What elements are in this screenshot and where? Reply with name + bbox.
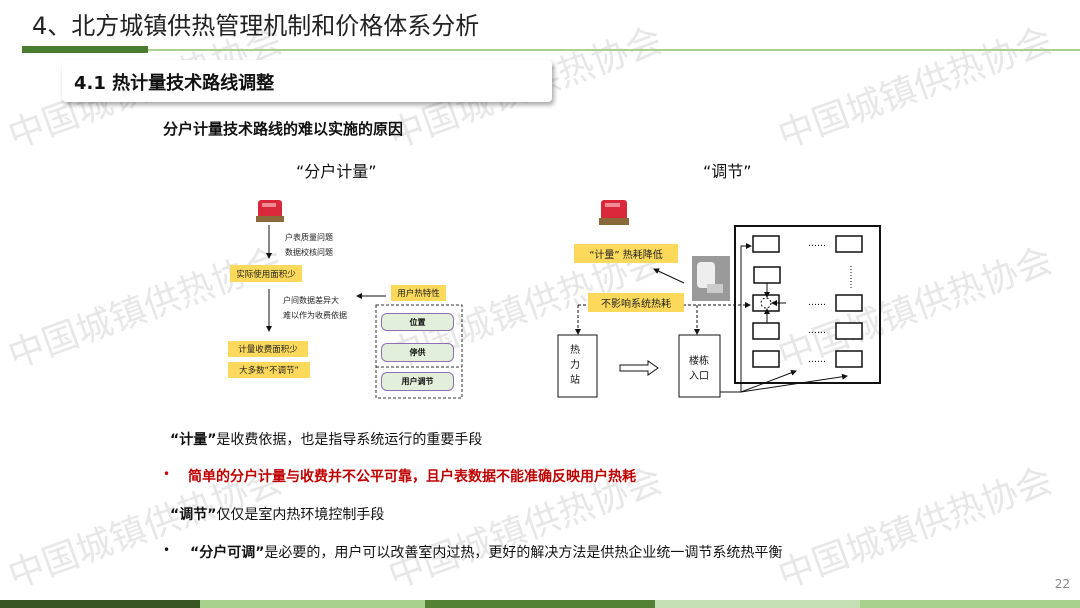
heat-station-label: 热力站 [570,345,580,386]
pill-stop-supply: 停供 [381,343,454,362]
subtitle: 分户计量技术路线的难以实施的原因 [163,120,404,138]
section-heading: 4.1 热计量技术路线调整 [62,60,552,102]
note-billing-basis: 难以作为收费依据 [283,311,347,320]
building-entrance-box [678,334,721,398]
box-most-no-regulation: 大多数“不调节” [228,362,310,378]
title-divider-accent [22,46,148,53]
dots: …… [808,239,826,249]
note-data-check: 数据校核问题 [285,248,333,257]
apartment-boxes [752,235,863,368]
box-actual-area: 实际使用面积少 [230,265,302,282]
text-regulation-bold: “调节” [170,507,217,523]
bullet-icon: • [163,467,171,481]
note-meter-quality: 户表质量问题 [285,233,333,242]
page-number: 22 [1054,577,1070,591]
pill-location: 位置 [381,313,454,331]
building-box [734,225,881,384]
bullet-icon: • [163,543,171,557]
dots: …… [808,355,826,365]
footer-bar [200,600,425,608]
bullet2-rest: 是必要的，用户可以改善室内过热，更好的解决方法是供热企业统一调节系统热平衡 [264,545,783,561]
text-regulation: “调节”仅仅是室内热环境控制手段 [170,504,384,524]
box-billing-area: 计量收费面积少 [228,341,308,357]
footer-bar [860,600,1080,608]
right-diagram-caption: “调节” [703,162,752,181]
bullet-unfair-billing: 简单的分户计量与收费并不公平可靠，且户表数据不能准确反映用户热耗 [188,469,636,485]
entrance-label-2: 入口 [689,371,709,382]
footer-bar [0,600,200,608]
bullet-household-regulation: “分户可调”是必要的，用户可以改善室内过热，更好的解决方法是供热企业统一调节系统… [190,542,782,562]
left-diagram-caption: “分户计量” [296,162,377,181]
text-metering: “计量”是收费依据，也是指导系统运行的重要手段 [170,429,482,449]
text-metering-bold: “计量” [170,432,217,448]
hollow-arrow-icon [619,360,659,376]
heat-meter-icon [256,200,284,222]
slide-title: 4、北方城镇供热管理机制和价格体系分析 [32,12,480,40]
radiator-valve-icon [692,256,730,301]
pill-user-regulation: 用户调节 [381,372,454,391]
heat-station-box [557,334,598,398]
entrance-label-1: 楼栋 [689,356,709,367]
box-no-system-effect: 不影响系统热耗 [588,293,684,312]
heat-meter-icon [599,200,629,225]
box-user-thermal: 用户热特性 [391,285,446,301]
box-metering-reduce: “计量” 热耗降低 [574,244,678,263]
bullet2-bold: “分户可调” [190,545,265,561]
title-divider [148,49,1080,51]
text-regulation-rest: 仅仅是室内热环境控制手段 [216,507,385,523]
footer-bar [425,600,655,608]
note-data-diff: 户间数据差异大 [283,296,339,305]
dots: …… [808,298,826,308]
text-metering-rest: 是收费依据，也是指导系统运行的重要手段 [216,432,483,448]
footer-bar [655,600,860,608]
dots: …… [808,326,826,336]
